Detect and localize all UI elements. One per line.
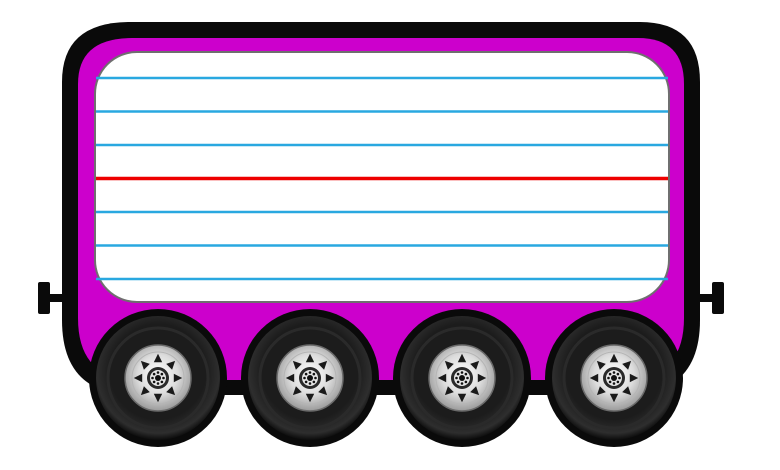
hub-vent (292, 386, 302, 396)
coupler-plate (712, 282, 724, 314)
lug-nut (308, 371, 312, 374)
coupler-left (38, 282, 70, 314)
hub-vent (318, 386, 328, 396)
hubcap-ring (283, 351, 337, 405)
hub-vent (140, 360, 150, 370)
lug-nut (455, 376, 458, 380)
lug-nut (152, 380, 156, 384)
lug-nut (308, 382, 312, 385)
hubcap-ring (587, 351, 641, 405)
lug-nut (152, 372, 156, 376)
coupler-bar (690, 294, 716, 302)
lug-nut (607, 376, 610, 380)
lug-nut (162, 376, 165, 380)
hub-vent (470, 386, 480, 396)
wheel-icon (241, 309, 379, 447)
lug-nut (460, 371, 464, 374)
coupler-bar (46, 294, 70, 302)
hub-vent (292, 360, 302, 370)
lug-nut (460, 382, 464, 385)
lug-nut (616, 380, 620, 384)
wheel-icon (89, 309, 227, 447)
hub-vent (318, 360, 328, 370)
lug-nut (456, 372, 460, 376)
lug-nut (303, 376, 306, 380)
hub-vent (457, 353, 467, 363)
coupler-plate (38, 282, 50, 314)
hubcap-ring (131, 351, 185, 405)
lug-nut (464, 380, 468, 384)
hub-vent (622, 386, 632, 396)
hub-vent (437, 373, 447, 383)
tire-tread (562, 326, 666, 430)
tire-tread (258, 326, 362, 430)
tire-tread (106, 326, 210, 430)
lug-nut (156, 382, 160, 385)
hub-vent (305, 393, 315, 403)
hub-vent (153, 353, 163, 363)
lug-nut (304, 372, 308, 376)
hubcap-ring (435, 351, 489, 405)
hub-vent (133, 373, 143, 383)
hub-vent (470, 360, 480, 370)
hub-vent (444, 386, 454, 396)
lug-nut (608, 380, 612, 384)
hub-vent (444, 360, 454, 370)
hub-vent (589, 373, 599, 383)
lug-nut (616, 372, 620, 376)
wheel-icon (545, 309, 683, 447)
axle-cap (155, 375, 161, 381)
hub-vent (609, 393, 619, 403)
wheel-icon (393, 309, 531, 447)
hub-vent (166, 360, 176, 370)
lug-nut (456, 380, 460, 384)
hub-vent (622, 360, 632, 370)
hub-vent (173, 373, 183, 383)
lug-nut (612, 371, 616, 374)
lug-nut (612, 382, 616, 385)
hub-vent (153, 393, 163, 403)
hub-vent (457, 393, 467, 403)
lug-nut (466, 376, 469, 380)
tire-tread (410, 326, 514, 430)
hub-vent (140, 386, 150, 396)
lug-nut (156, 371, 160, 374)
lug-nut (151, 376, 154, 380)
lug-nut (464, 372, 468, 376)
hub-vent (305, 353, 315, 363)
hub-vent (596, 360, 606, 370)
lug-nut (314, 376, 317, 380)
lug-nut (160, 380, 164, 384)
axle-cap (459, 375, 465, 381)
axle-cap (611, 375, 617, 381)
lug-nut (160, 372, 164, 376)
lug-nut (304, 380, 308, 384)
wheels (89, 309, 683, 447)
hub-vent (477, 373, 487, 383)
hub-vent (609, 353, 619, 363)
hub-vent (629, 373, 639, 383)
axle-cap (307, 375, 313, 381)
hub-vent (596, 386, 606, 396)
lug-nut (312, 380, 316, 384)
hub-vent (325, 373, 335, 383)
lug-nut (608, 372, 612, 376)
ruled-lines (96, 76, 668, 281)
lug-nut (312, 372, 316, 376)
hub-vent (285, 373, 295, 383)
hub-vent (166, 386, 176, 396)
lug-nut (618, 376, 621, 380)
coupler-right (690, 282, 724, 314)
